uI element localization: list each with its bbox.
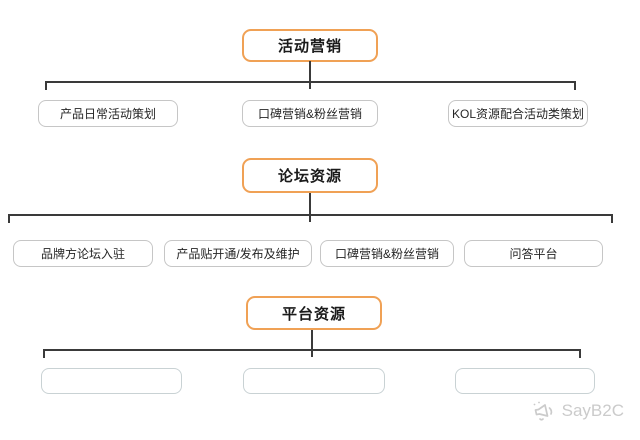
node-product-post-maintenance: 产品贴开通/发布及维护 [164, 240, 312, 267]
node-qa-platform: 问答平台 [464, 240, 603, 267]
section-2-connector-stub [309, 193, 311, 222]
section-3-connector-stub [311, 330, 313, 357]
section-3-connector-bar [43, 349, 581, 351]
section-1-connector-bar [45, 81, 576, 83]
node-platform-empty-2 [243, 368, 385, 394]
node-womarketing-fans-marketing-2: 口碑营销&粉丝营销 [320, 240, 454, 267]
section-1-connector-tick-right [574, 81, 576, 90]
megaphone-icon [531, 399, 557, 423]
section-3-connector-tick-right [579, 349, 581, 358]
node-platform-empty-3 [455, 368, 595, 394]
section-1-connector-stub [309, 61, 311, 89]
section-3-header: 平台资源 [246, 296, 382, 330]
section-1-connector-tick-left [45, 81, 47, 90]
node-platform-empty-1 [41, 368, 182, 394]
section-1-header: 活动营销 [242, 29, 378, 62]
node-product-daily-activity-planning: 产品日常活动策划 [38, 100, 178, 127]
section-2-connector-tick-left [8, 214, 10, 223]
node-kol-resource-activity-planning: KOL资源配合活动类策划 [448, 100, 588, 127]
section-2-connector-bar [8, 214, 613, 216]
section-2-header: 论坛资源 [242, 158, 378, 193]
watermark: SayB2C [531, 399, 624, 423]
watermark-text: SayB2C [561, 401, 624, 420]
node-brand-forum-entry: 品牌方论坛入驻 [13, 240, 153, 267]
section-3-connector-tick-left [43, 349, 45, 358]
section-2-connector-tick-right [611, 214, 613, 223]
node-womarketing-fans-marketing-1: 口碑营销&粉丝营销 [242, 100, 378, 127]
